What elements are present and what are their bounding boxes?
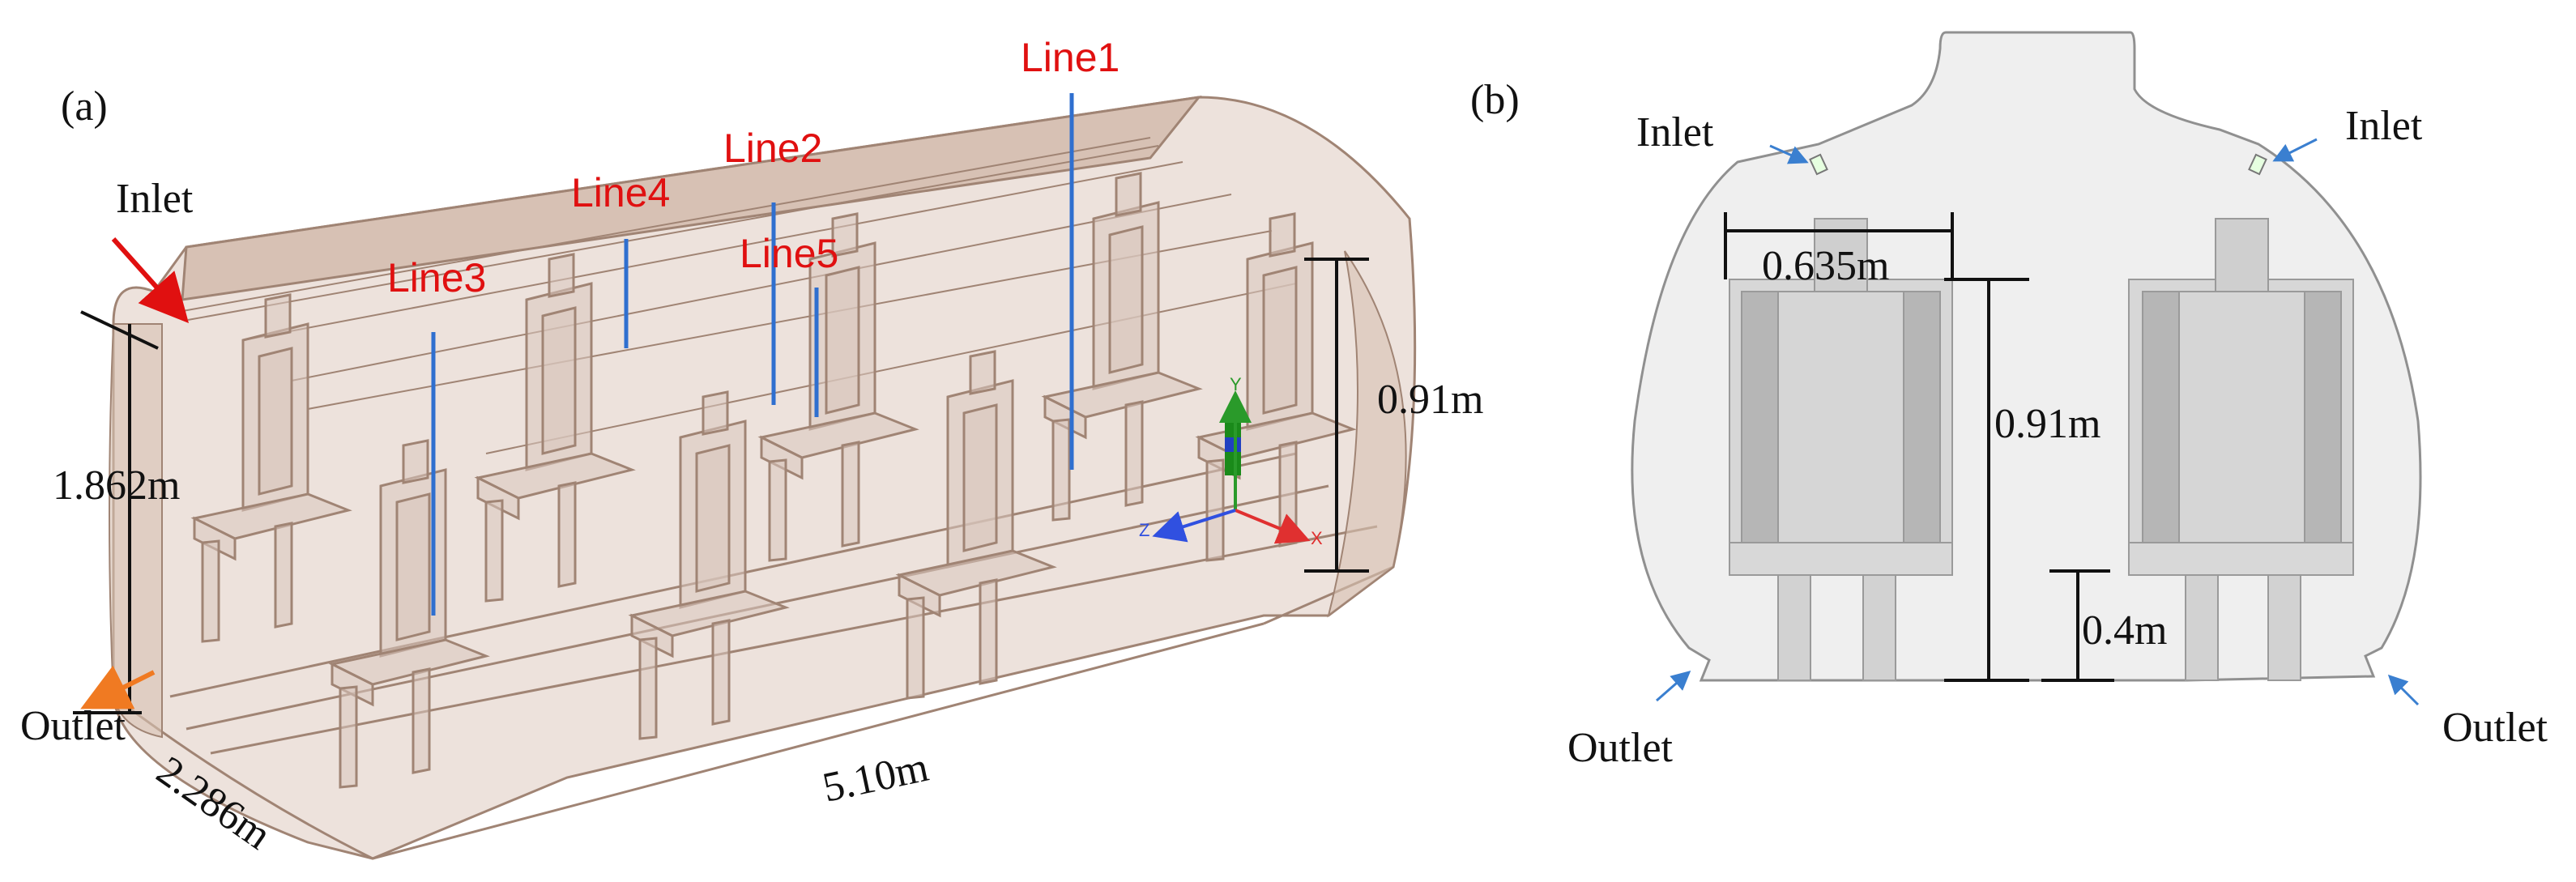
outlet-arrow-a: [80, 665, 156, 709]
seat-height-dimension-label-b: 0.91m: [1994, 401, 2100, 447]
inlet-slot-right: [2248, 153, 2267, 176]
line1-label: Line1: [1021, 35, 1120, 80]
seat-a-5: [328, 439, 490, 789]
pointer-arrows-b: [1656, 138, 2420, 706]
height-dimension-label: 1.862m: [53, 462, 180, 509]
dimension-lines-a: [73, 258, 1369, 714]
seat-a-7: [895, 350, 1057, 700]
cabin-rear-face: [1327, 250, 1407, 618]
length-dimension-label: 5.10m: [819, 744, 932, 812]
cabin-front-face: [109, 323, 163, 739]
inlet-label-right-b: Inlet: [2345, 103, 2423, 149]
line2-label: Line2: [723, 126, 822, 171]
outlet-label-left-b: Outlet: [1567, 725, 1674, 771]
inlet-slot-left: [1809, 153, 1828, 176]
seat-a-3: [757, 212, 919, 562]
panel-a-seats: [190, 172, 1357, 789]
ceiling-ridges: [177, 137, 1297, 454]
panel-b-label: (b): [1470, 77, 1520, 123]
line5-label: Line5: [740, 231, 838, 276]
leg-height-dimension-label: 0.4m: [2082, 607, 2167, 654]
axis-x-label: X: [1311, 528, 1323, 548]
panel-a-label: (a): [61, 83, 108, 130]
seat-a-1: [190, 293, 352, 643]
seat-left-b: [1729, 218, 1953, 681]
dimension-lines-b: [1724, 212, 2114, 682]
seat-a-4: [1041, 172, 1203, 522]
seat-right-b: [2128, 218, 2354, 681]
line3-label: Line3: [387, 255, 486, 300]
probe-lines: [431, 93, 1074, 616]
axis-y-label: Y: [1230, 374, 1242, 394]
outlet-label-a: Outlet: [20, 703, 126, 749]
outlet-label-right-b: Outlet: [2442, 705, 2548, 751]
seat-a-6: [628, 390, 790, 740]
seat-height-dimension-label-a: 0.91m: [1377, 377, 1483, 423]
inlet-label-a: Inlet: [116, 176, 194, 222]
seat-width-dimension-label: 0.635m: [1762, 243, 1889, 289]
coordinate-triad: Y X Z: [1139, 374, 1323, 548]
line4-label: Line4: [571, 170, 670, 215]
axis-z-label: Z: [1139, 520, 1149, 540]
seat-a-2: [474, 253, 636, 603]
inlet-arrow-a: [111, 236, 190, 323]
inlet-label-left-b: Inlet: [1636, 109, 1714, 156]
